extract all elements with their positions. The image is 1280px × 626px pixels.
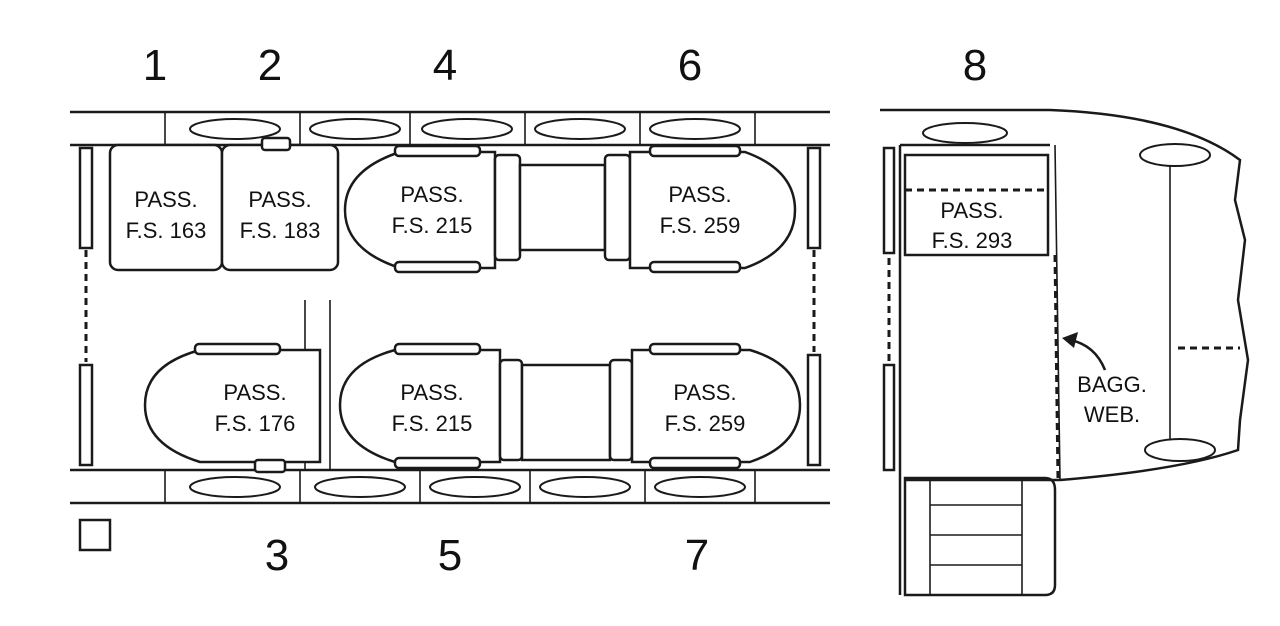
seat-5-station: F.S. 215: [392, 411, 473, 436]
seat-4-label: PASS.: [400, 182, 463, 207]
table-upper: [493, 153, 632, 262]
seat-8: PASS. F.S. 293: [903, 153, 1050, 257]
position-number-8: 8: [963, 41, 987, 90]
seat-1-station: F.S. 163: [126, 218, 207, 243]
arrow-icon: [1069, 338, 1107, 371]
table-lower: [498, 358, 634, 462]
seat-2-station: F.S. 183: [240, 218, 321, 243]
baggage-web-callout: BAGG. WEB.: [1062, 332, 1147, 427]
seat-7: PASS. F.S. 259: [630, 342, 802, 470]
seat-6-label: PASS.: [668, 182, 731, 207]
baggage-web-line: [1053, 254, 1060, 481]
baggage-web-label: BAGG.: [1077, 372, 1147, 397]
baggage-web-label-2: WEB.: [1084, 402, 1140, 427]
seat-6: PASS. F.S. 259: [628, 144, 797, 274]
position-number-2: 2: [258, 41, 282, 90]
position-number-3: 3: [265, 531, 289, 580]
seat-1: PASS. F.S. 163: [108, 143, 224, 272]
seat-5-label: PASS.: [400, 380, 463, 405]
aft-cabin-outline: [880, 108, 1250, 595]
seat-7-label: PASS.: [673, 380, 736, 405]
seat-3: PASS. F.S. 176: [143, 342, 322, 474]
position-number-5: 5: [438, 531, 462, 580]
position-number-4: 4: [433, 41, 457, 90]
position-number-1: 1: [143, 41, 167, 90]
seat-4: PASS. F.S. 215: [343, 144, 497, 274]
seat-8-station: F.S. 293: [932, 228, 1013, 253]
position-number-6: 6: [678, 41, 702, 90]
seat-4-station: F.S. 215: [392, 213, 473, 238]
legend-square-icon: [78, 518, 112, 552]
seat-2: PASS. F.S. 183: [220, 136, 340, 272]
position-number-7: 7: [685, 531, 709, 580]
seat-3-station: F.S. 176: [215, 411, 296, 436]
seat-3-label: PASS.: [223, 380, 286, 405]
seat-5: PASS. F.S. 215: [338, 342, 502, 470]
seat-1-label: PASS.: [134, 187, 197, 212]
seat-6-station: F.S. 259: [660, 213, 741, 238]
cabin-windows: [189, 118, 746, 498]
seat-2-label: PASS.: [248, 187, 311, 212]
seat-7-station: F.S. 259: [665, 411, 746, 436]
entry-steps: [903, 476, 1057, 597]
seat-8-label: PASS.: [940, 198, 1003, 223]
